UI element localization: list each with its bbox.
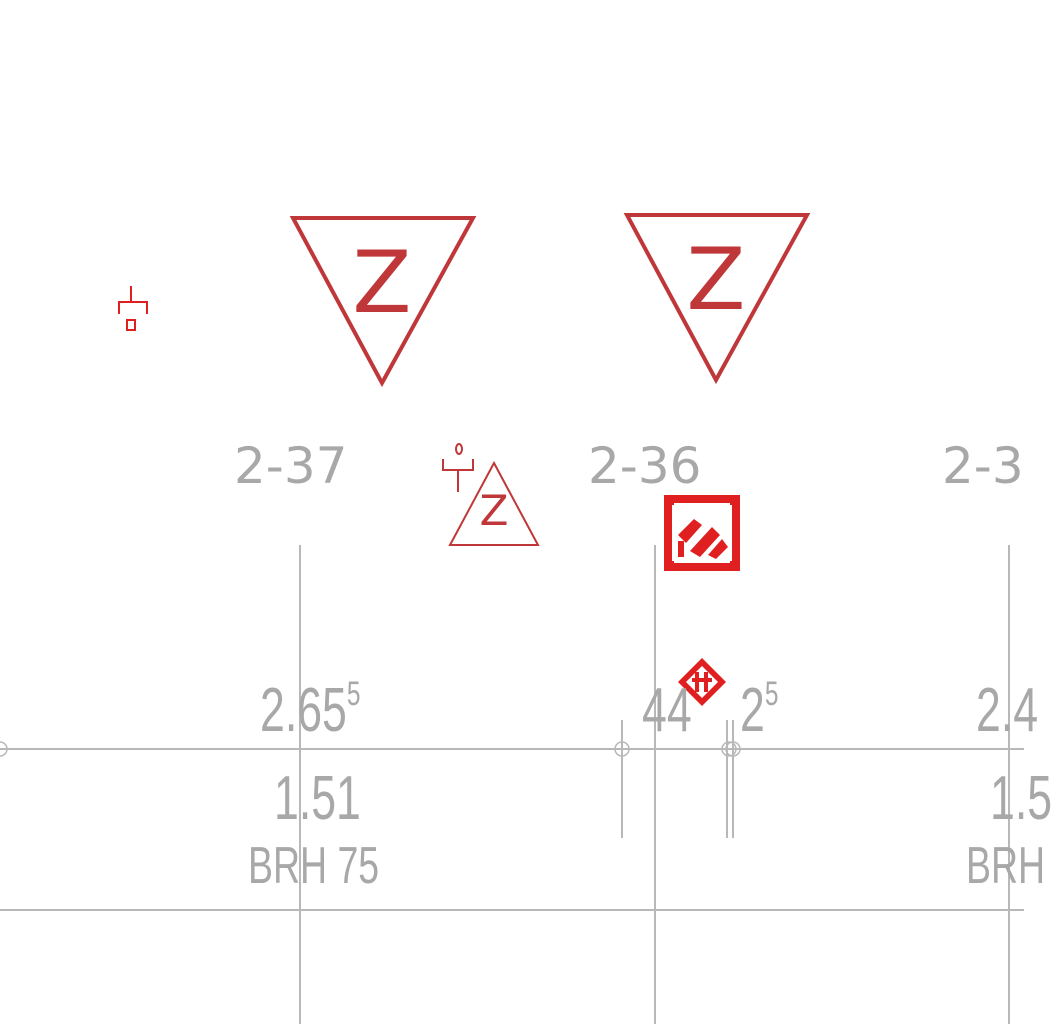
grid-line-vertical [299,545,301,1024]
measurement-main: 44 [642,676,692,745]
code-label: BRH 75 [248,837,380,895]
section-label: 2-3 [942,437,1024,495]
section-label: 2-37 [234,437,348,495]
measurement-main: 2.65 [260,676,347,745]
measurement-label: 2.655 [260,677,361,742]
measurement-superscript: 5 [764,675,779,713]
grid-line-horizontal [0,748,1024,750]
grid-line-vertical [621,720,623,838]
measurement-main: 2 [740,676,765,745]
yield-sign-letter: Z [686,230,746,330]
grid-line-vertical [732,720,734,838]
anchor-icon [442,443,474,492]
measurement-label: 25 [740,677,778,742]
map-canvas: Z Z Z 2-37 2-36 2-3 [0,213,1052,1024]
grid-line-horizontal [0,909,1024,911]
value-label: 1.51 [274,764,361,833]
measurement-main: 2.4 [976,676,1039,745]
circle-marker-icon [614,741,630,757]
code-label: BRH [966,837,1046,895]
measurement-superscript: 5 [346,675,361,713]
small-triangle-sign-icon [448,460,540,546]
circle-marker-icon [721,741,741,757]
grid-line-vertical [1008,545,1010,1024]
grid-line-vertical [654,545,656,1024]
grid-line-vertical [726,720,728,838]
measurement-label: 44 [642,680,692,742]
anchor-icon [118,286,148,331]
hazard-diamond-icon [678,658,726,706]
value-label: 1.5 [990,764,1052,833]
measurement-label: 2.4 [976,680,1038,742]
yield-sign-icon [289,216,477,388]
small-triangle-sign-letter: Z [479,486,509,535]
hazard-square-icon [664,495,740,571]
yield-sign-letter: Z [352,233,412,333]
section-label: 2-36 [588,437,702,495]
circle-marker-icon [0,741,8,757]
yield-sign-icon [623,213,811,385]
